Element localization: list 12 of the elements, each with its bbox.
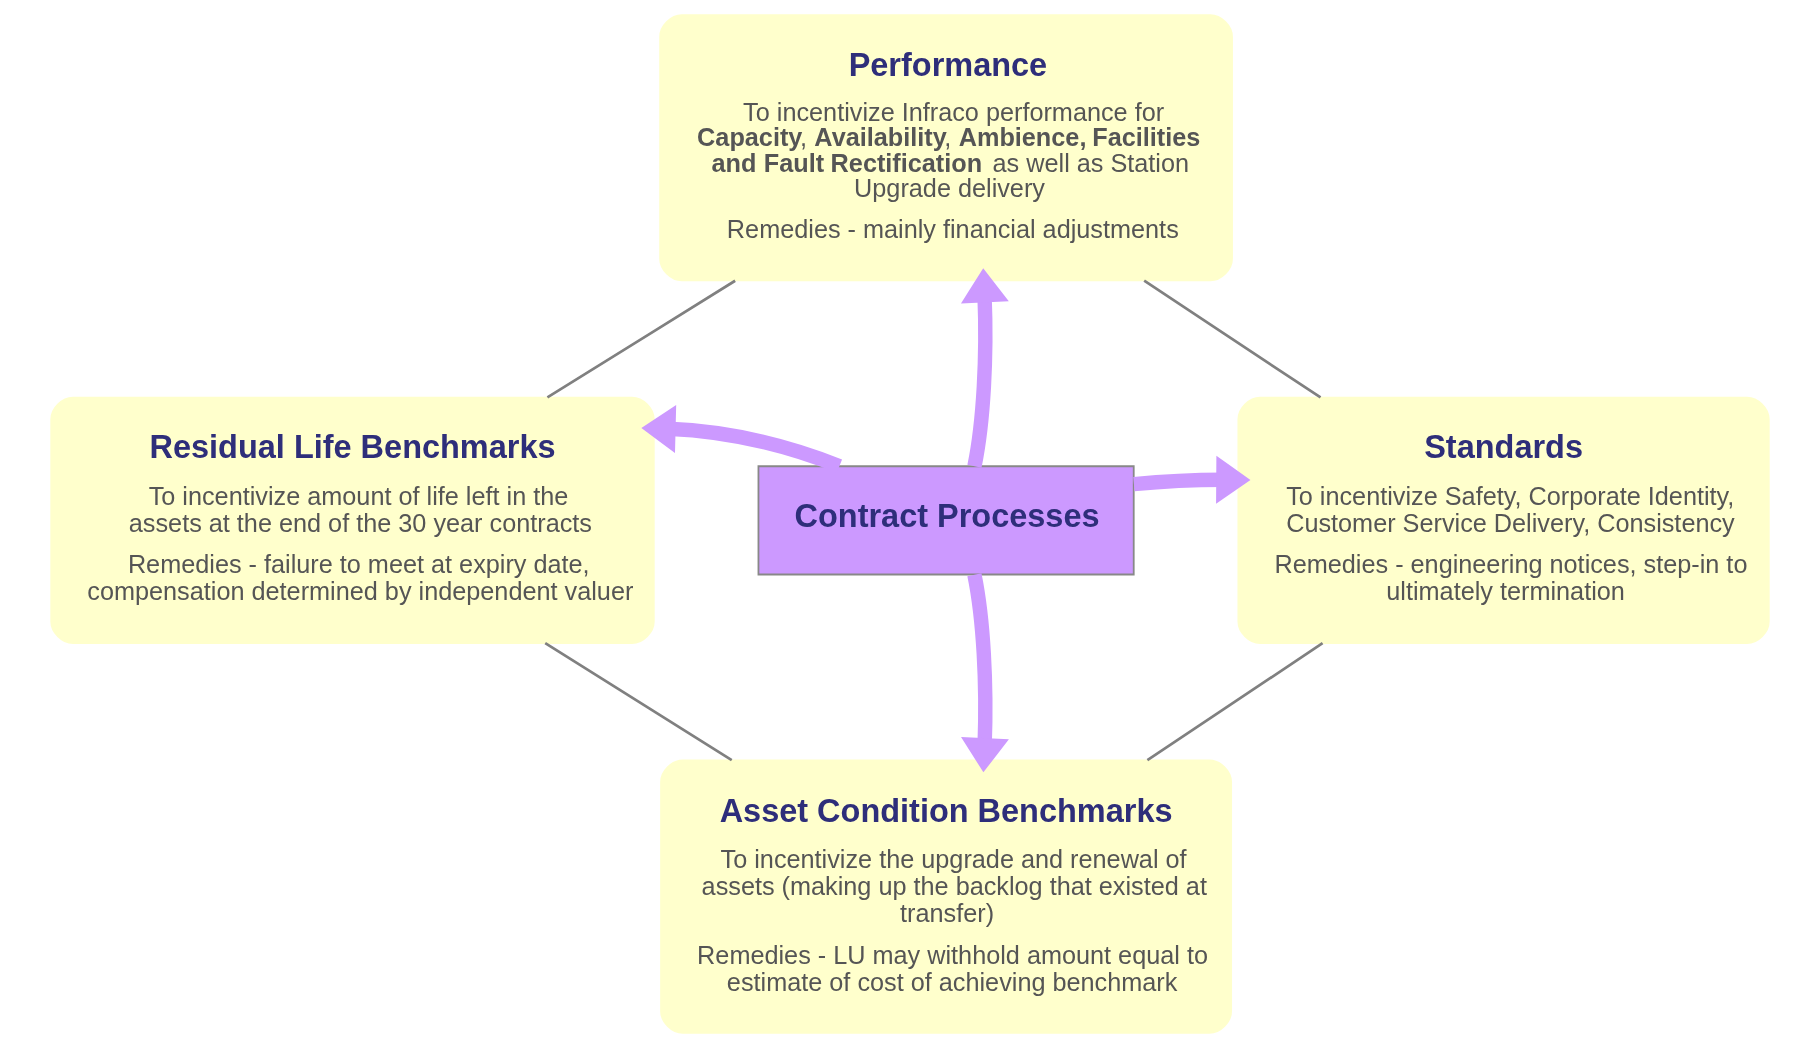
arrow (1133, 455, 1251, 504)
node-box: Residual Life Benchmarks To incentivize amount of life left in the assets at the end of the 30 year contracts Remedies - failure to meet at expiry date, compensation determined by independent valuer (50, 396, 655, 644)
arrow (960, 268, 1009, 468)
connector (546, 279, 736, 399)
node-box: Performance To incentivize Infraco performance for Capacity, Availability, Ambience, Facilities and Fault Rectification as well as Station Upgrade delivery Remedies - mainly financial adjustments (659, 14, 1233, 282)
arrow (961, 573, 1009, 773)
connector (544, 642, 733, 762)
node-box: Asset Condition Benchmarks To incentivize the upgrade and renewal of assets (making up the backlog that existed at transfer) Remedies - LU may withhold amount equal to estimate of cost of achieving benchmark (660, 759, 1233, 1034)
node-box: Standards To incentivize Safety, Corporate Identity, Customer Service Delivery, Consistency Remedies - engineering notices, step-in to ultimately termination (1237, 396, 1770, 644)
node-box: Contract Processes (757, 465, 1135, 576)
connector (1143, 279, 1322, 399)
connector (1146, 642, 1324, 762)
